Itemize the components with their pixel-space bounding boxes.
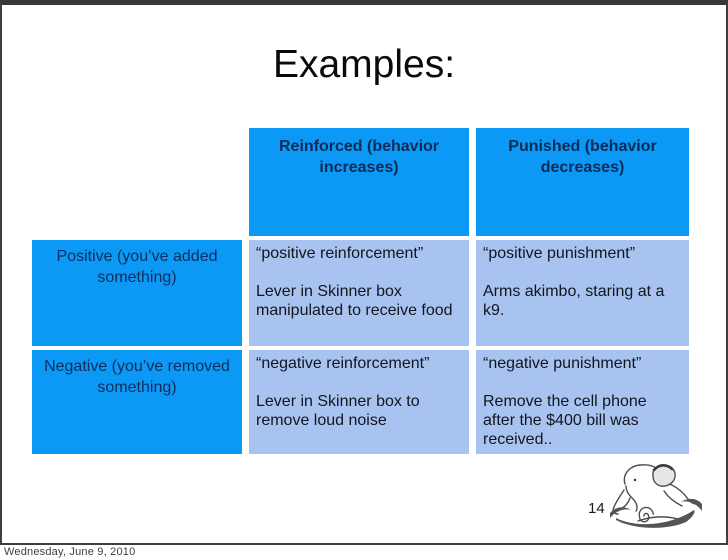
column-header-reinforced: Reinforced (behavior increases) [249,128,469,236]
column-header-punished: Punished (behavior decreases) [476,128,689,236]
conditioning-table: Reinforced (behavior increases) Punished… [32,128,689,454]
table-corner-cell [32,128,242,236]
example-text: Lever in Skinner box manipulated to rece… [256,283,453,319]
row-label-positive: Positive (you’ve added something) [32,240,242,346]
cell-positive-reinforcement: “positive reinforcement” Lever in Skinne… [249,240,469,346]
row-label-negative: Negative (you’ve removed something) [32,350,242,454]
term-text: “positive punishment” [483,245,636,262]
term-text: “negative reinforcement” [256,355,430,372]
cell-negative-punishment: “negative punishment” Remove the cell ph… [476,350,689,454]
term-text: “negative punishment” [483,355,642,372]
cell-positive-punishment: “positive punishment” Arms akimbo, stari… [476,240,689,346]
slide-date-footer: Wednesday, June 9, 2010 [4,546,136,558]
example-text: Lever in Skinner box to remove loud nois… [256,393,420,429]
cell-negative-reinforcement: “negative reinforcement” Lever in Skinne… [249,350,469,454]
page-number: 14 [588,500,605,517]
meditating-elephant-icon [610,464,702,528]
slide-canvas: Examples: Reinforced (behavior increases… [0,0,728,545]
term-text: “positive reinforcement” [256,245,424,262]
slide-title: Examples: [272,43,456,86]
example-text: Remove the cell phone after the $400 bil… [483,393,647,448]
example-text: Arms akimbo, staring at a k9. [483,283,665,319]
